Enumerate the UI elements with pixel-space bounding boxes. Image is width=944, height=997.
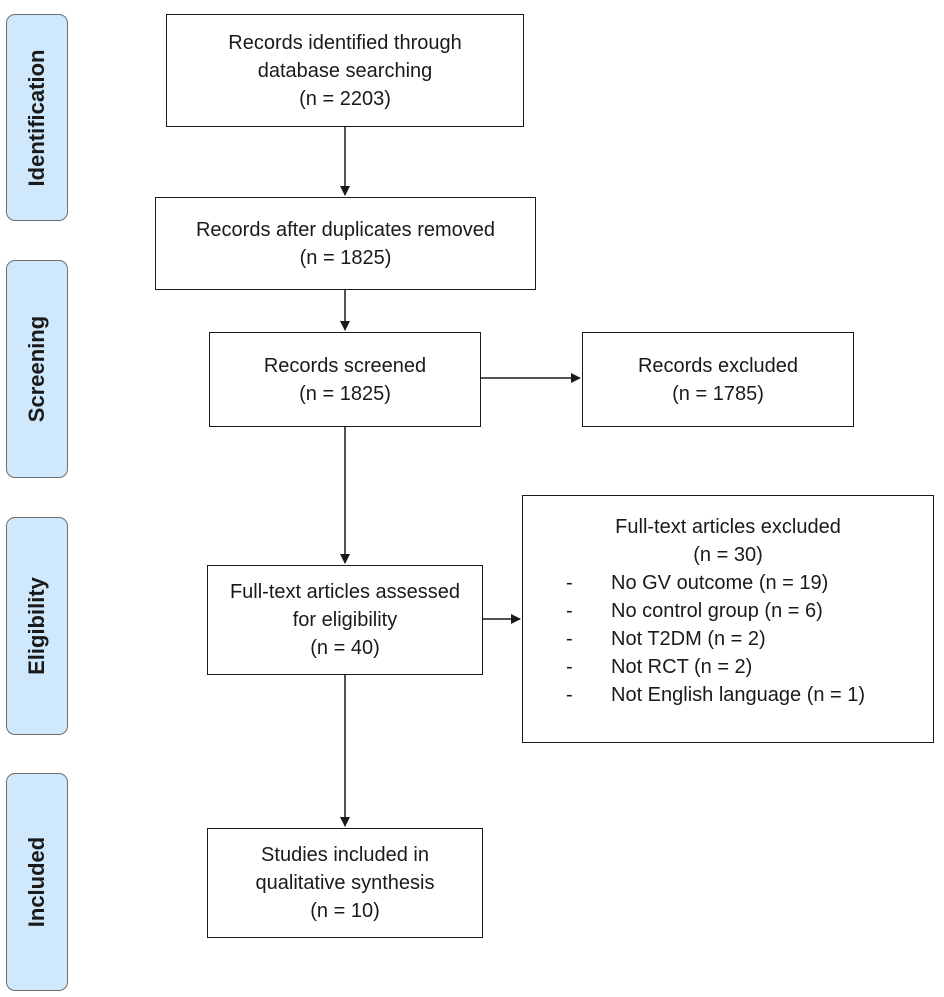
box-count: (n = 1825) (299, 246, 392, 269)
exclusion-reason-text: Not T2DM (n = 2) (611, 628, 766, 650)
exclusion-reason: - No GV outcome (n = 19) (523, 569, 933, 597)
box-text-line: Studies included in (261, 844, 429, 866)
box-records-identified: Records identified through database sear… (166, 14, 524, 127)
phase-identification: Identification (6, 14, 68, 221)
phase-included-label: Included (24, 836, 49, 928)
exclusion-reason: - No control group (n = 6) (523, 597, 933, 625)
box-text-line: database searching (257, 59, 433, 82)
box-text-line: Full-text articles assessed (229, 581, 461, 603)
box-records-screened: Records screened (n = 1825) (209, 332, 481, 427)
exclusion-reason-text: No GV outcome (n = 19) (611, 572, 829, 594)
box-text-line: for eligibility (292, 609, 398, 631)
phase-included: Included (6, 773, 68, 991)
box-studies-included: Studies included in qualitative synthesi… (207, 828, 483, 938)
box-text-line: Records screened (263, 354, 427, 377)
bullet-dash: - (566, 656, 573, 678)
phase-eligibility-label: Eligibility (24, 577, 49, 675)
box-text-line: Records excluded (637, 354, 799, 377)
phase-identification-label: Identification (24, 49, 49, 186)
bullet-dash: - (566, 684, 573, 706)
box-fulltext-excluded: Full-text articles excluded (n = 30) - N… (522, 495, 934, 743)
exclusion-reason: - Not RCT (n = 2) (523, 653, 933, 681)
box-count: (n = 2203) (299, 87, 391, 110)
box-count: (n = 1825) (299, 382, 391, 405)
phase-eligibility: Eligibility (6, 517, 68, 735)
box-text-line: Full-text articles excluded (615, 516, 841, 538)
box-count: (n = 1785) (672, 382, 764, 405)
exclusion-reason-text: No control group (n = 6) (611, 600, 823, 622)
box-text-line: Records identified through (228, 31, 462, 54)
bullet-dash: - (566, 628, 573, 650)
exclusion-reason: - Not T2DM (n = 2) (523, 625, 933, 653)
phase-screening: Screening (6, 260, 68, 478)
phase-screening-label: Screening (24, 315, 49, 423)
bullet-dash: - (566, 572, 573, 594)
bullet-dash: - (566, 600, 573, 622)
box-records-deduplicated: Records after duplicates removed (n = 18… (155, 197, 536, 290)
box-count: (n = 30) (693, 544, 763, 566)
box-count: (n = 40) (310, 637, 380, 659)
exclusion-reason-text: Not English language (n = 1) (611, 684, 866, 706)
box-count: (n = 10) (310, 900, 380, 922)
box-text-line: Records after duplicates removed (195, 218, 496, 241)
exclusion-reason-text: Not RCT (n = 2) (611, 656, 753, 678)
box-text-line: qualitative synthesis (255, 872, 435, 894)
exclusion-reason: - Not English language (n = 1) (523, 681, 933, 709)
box-records-excluded: Records excluded (n = 1785) (582, 332, 854, 427)
box-fulltext-assessed: Full-text articles assessed for eligibil… (207, 565, 483, 675)
